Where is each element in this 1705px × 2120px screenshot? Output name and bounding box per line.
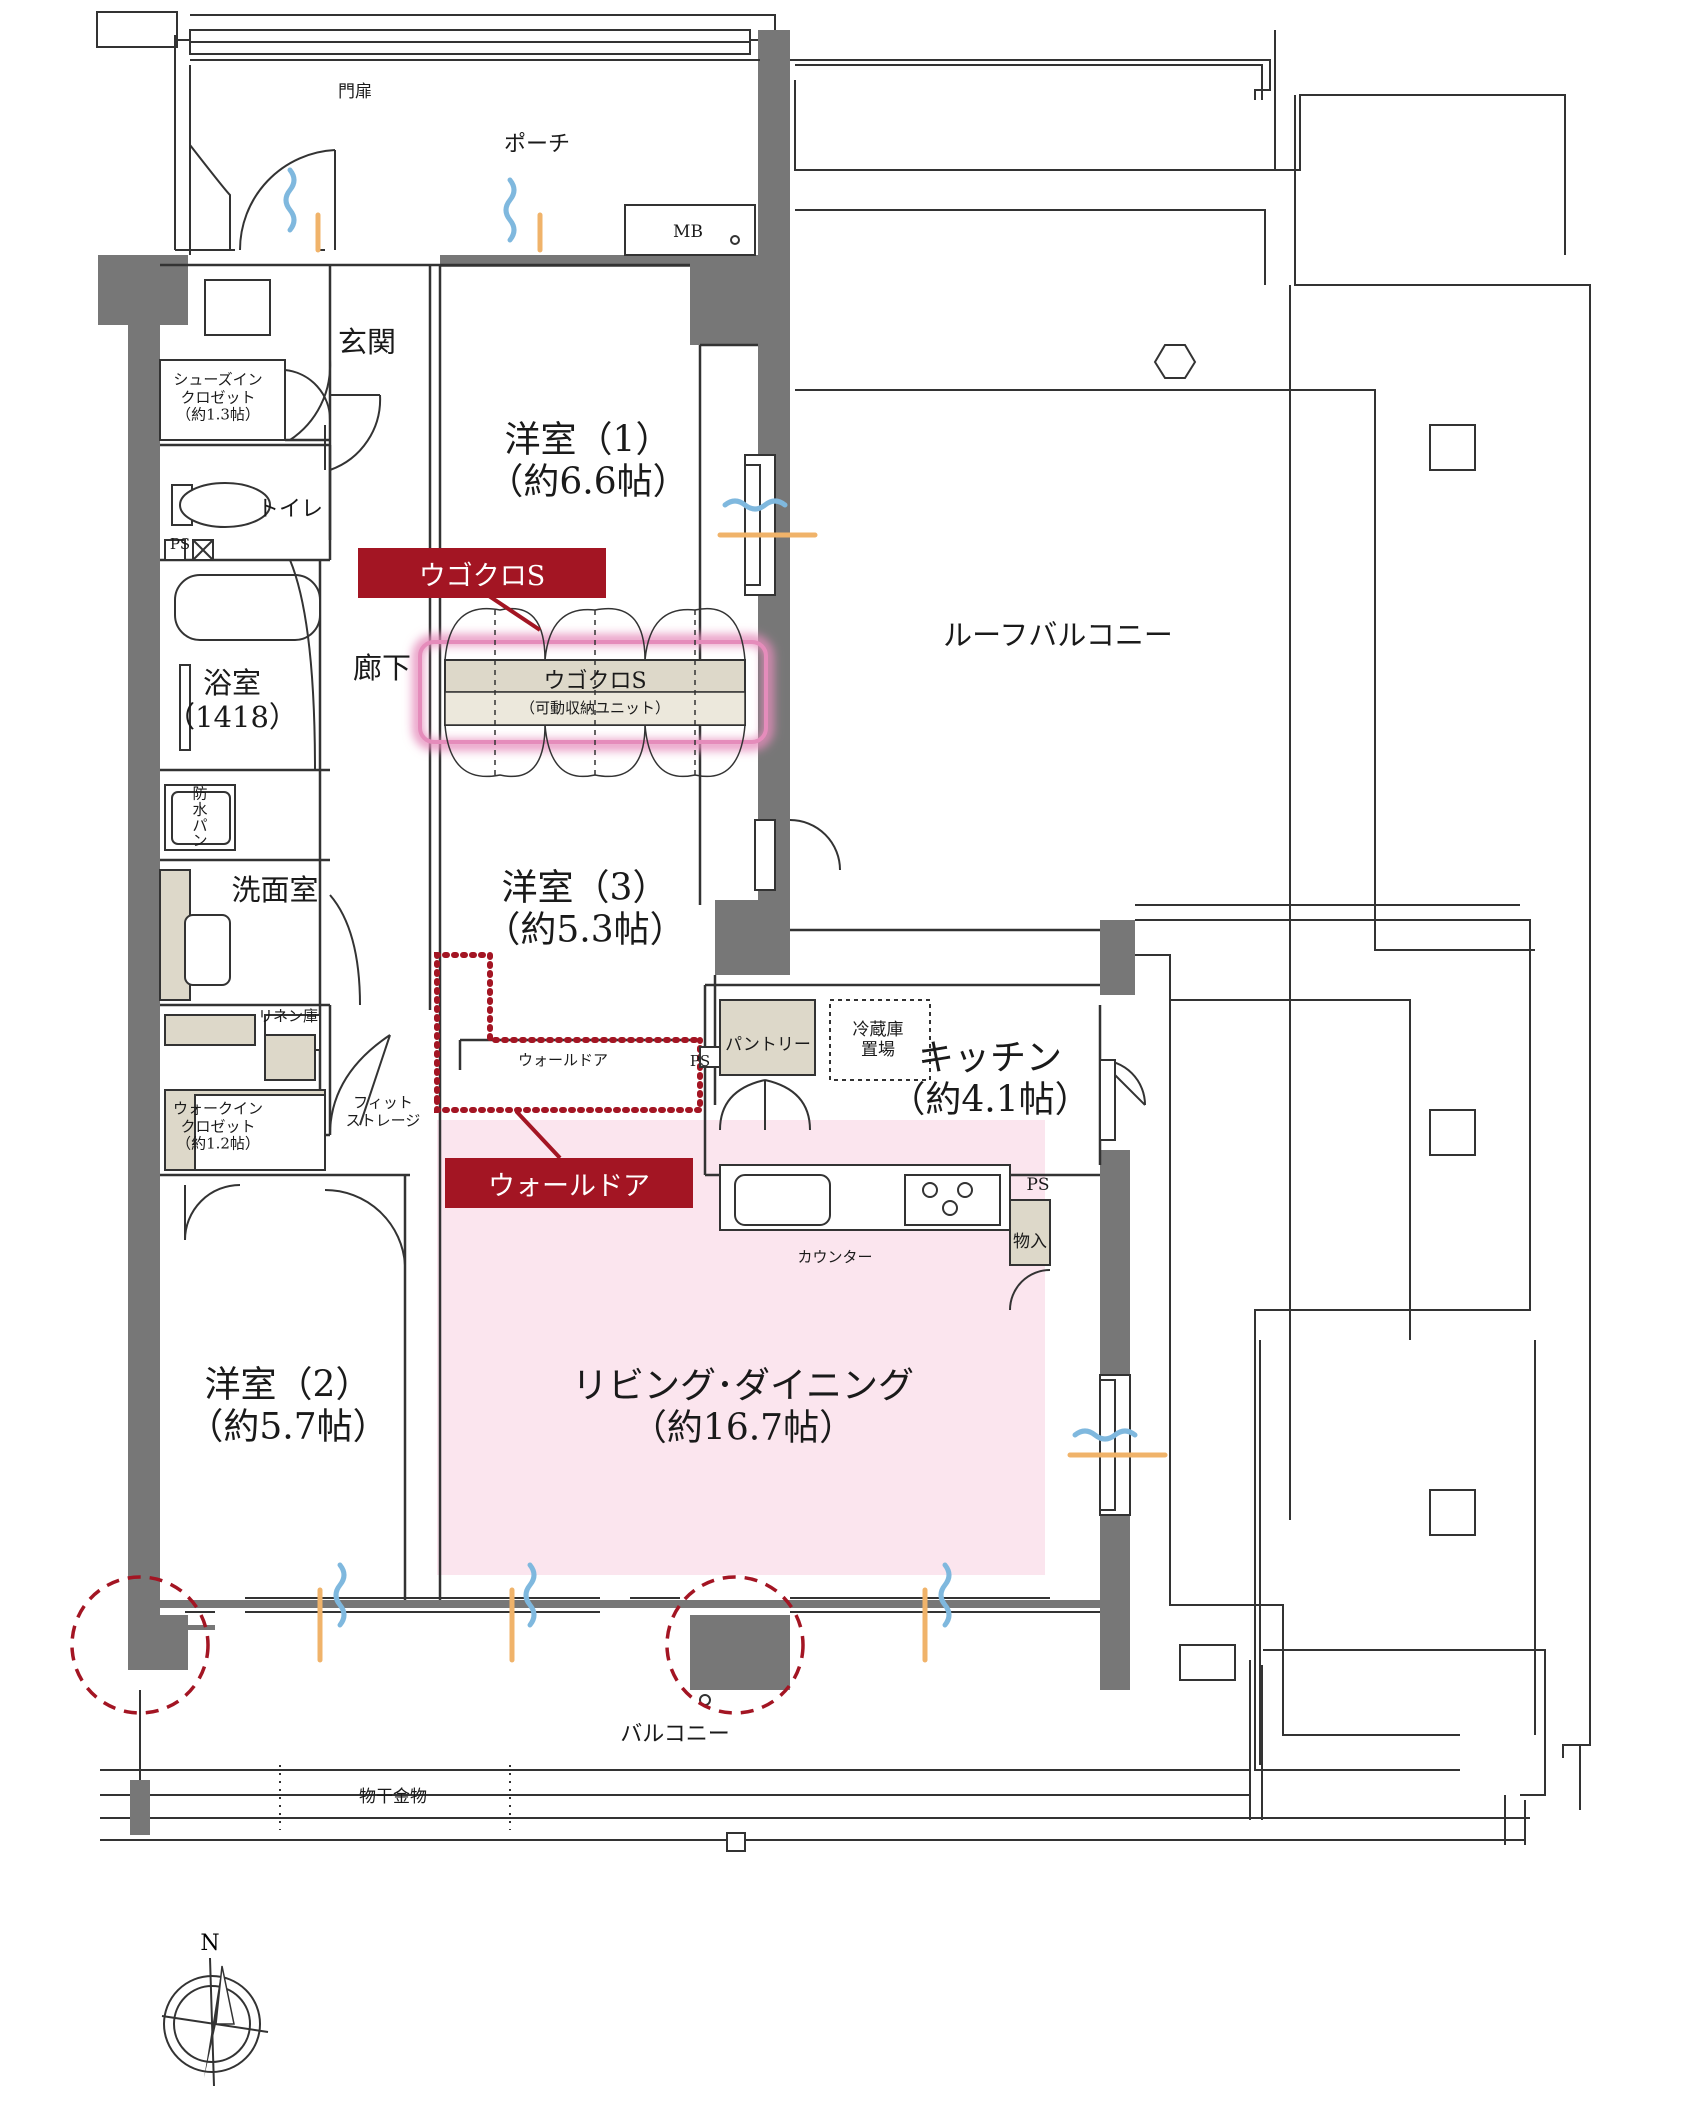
fixtures	[159, 279, 391, 1171]
bath-label: 浴室（1418）	[166, 665, 298, 734]
washroom-label: 洗面室	[231, 872, 319, 907]
toilet-ps-label: PS	[169, 535, 191, 554]
ventilation-arrows	[283, 167, 1168, 1663]
south-windows	[185, 1597, 1100, 1613]
drying-rack-lines	[279, 1765, 511, 1830]
storage-label: 物入	[1013, 1231, 1047, 1252]
entrance-label: 玄関	[337, 324, 397, 359]
room2-label: 洋室（2）（約5.7帖）	[187, 1364, 389, 1448]
roof-balcony-marks	[699, 344, 1476, 1852]
pillar-circles	[70, 1575, 805, 1715]
linen-label: リネン庫	[257, 1007, 319, 1026]
kitchen-fixtures	[699, 999, 1146, 1516]
interior-walls	[160, 263, 1102, 1600]
porch-walls	[96, 11, 760, 256]
ugokuro-unit-label: ウゴクロS（可動収納ユニット）	[519, 669, 671, 717]
mb-label: MB	[673, 221, 703, 242]
compass-north: N	[200, 1931, 219, 1956]
room2-doors	[184, 369, 406, 1266]
shoe-closet-label: シューズインクロゼット（約1.3帖）	[173, 370, 263, 424]
main-walls	[98, 30, 1135, 1690]
kitchen-ps-label: PS	[1026, 1174, 1050, 1195]
waterproof-pan-label: 防水パン	[192, 784, 208, 850]
ugokuro-frame	[418, 640, 768, 744]
walkin-closet-label: ウォークインクロゼット（約1.2帖）	[172, 1099, 264, 1153]
pantry-label: パントリー	[725, 1034, 811, 1055]
east-windows	[744, 454, 841, 891]
corridor-label: 廊下	[352, 650, 412, 685]
living-label: リビング･ダイニング（約16.7帖）	[571, 1365, 915, 1449]
roof-balcony-label: ルーフバルコニー	[943, 617, 1173, 652]
counter-label: カウンター	[797, 1248, 873, 1267]
fridge-label: 冷蔵庫置場	[852, 1019, 904, 1060]
ugokuro-tag-pointer	[480, 590, 542, 632]
drying-rack-label: 物干金物	[359, 1786, 427, 1807]
wall-door-tag-pointer	[515, 1110, 562, 1160]
wall-door-dotted	[434, 952, 703, 1103]
room3-label: 洋室（3）（約5.3帖）	[484, 867, 686, 951]
exterior-lines	[100, 14, 1591, 1845]
fit-storage-label: フィットストレージ	[345, 1093, 421, 1129]
wall-door-tag: ウォールドア	[445, 1158, 693, 1208]
wall-door-small-label: ウォールドア	[517, 1051, 609, 1070]
toilet-label: トイレ	[256, 497, 324, 523]
gate-door-label: 門扉	[338, 81, 372, 102]
room1-label: 洋室（1）（約6.6帖）	[487, 419, 689, 503]
porch-label: ポーチ	[503, 132, 571, 158]
kitchen-label: キッチン（約4.1帖）	[889, 1037, 1091, 1121]
ps-small-label: PS	[689, 1052, 711, 1071]
compass-icon: N	[161, 1931, 269, 2087]
ugokuro-door-arcs	[444, 607, 746, 778]
balcony-label: バルコニー	[620, 1722, 730, 1748]
